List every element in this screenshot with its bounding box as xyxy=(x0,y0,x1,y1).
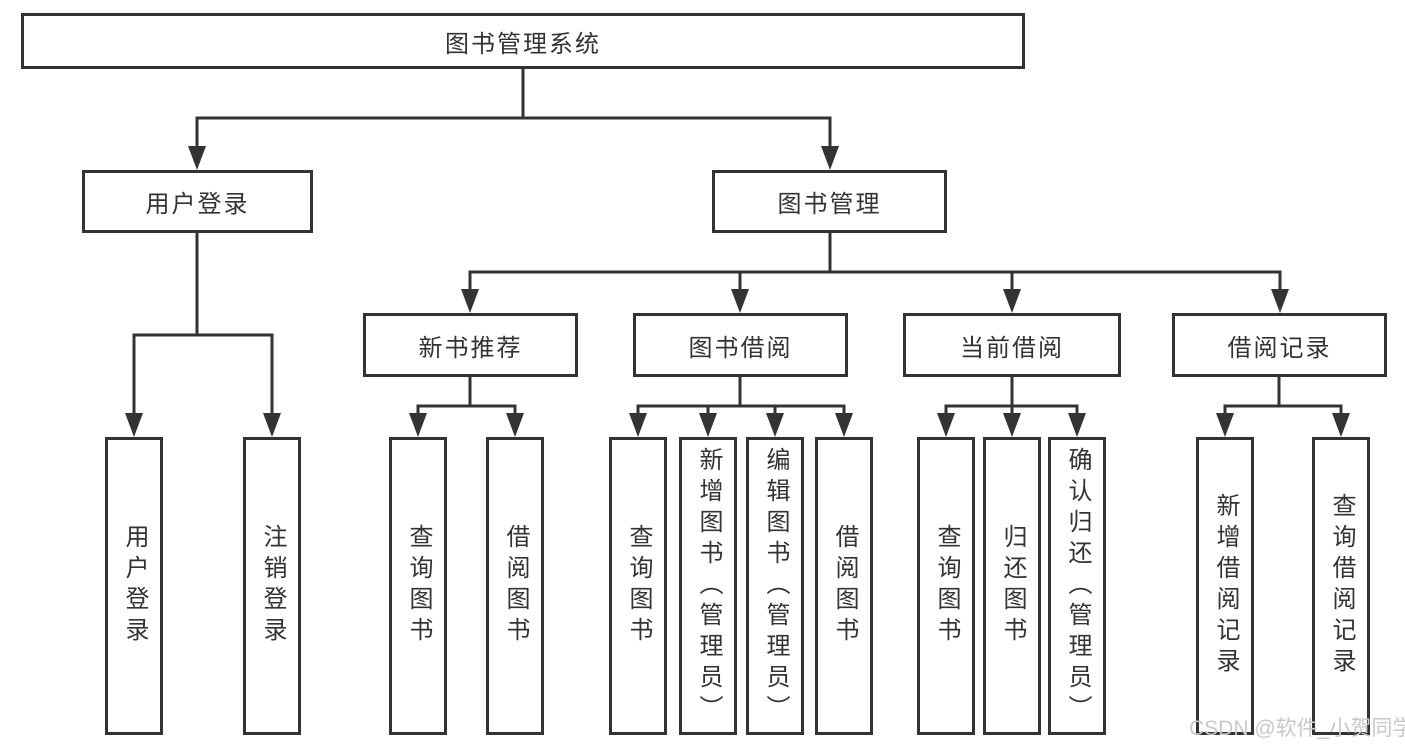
arrowhead-icon xyxy=(1003,289,1021,313)
arrowhead-icon xyxy=(409,413,427,437)
leaf-return-books: 归还图书 xyxy=(983,437,1041,735)
leaf-add-books-admin-label: 新增图书（管理员） xyxy=(695,446,722,726)
arrowhead-icon xyxy=(461,289,479,313)
leaf-user-login-label: 用户登录 xyxy=(121,524,148,648)
leaf-logout-label: 注销登录 xyxy=(259,524,286,648)
arrowhead-icon xyxy=(506,413,524,437)
node-book-borrowing: 图书借阅 xyxy=(633,313,848,377)
leaf-query-books-recommend-label: 查询图书 xyxy=(405,524,432,648)
arrowhead-icon xyxy=(699,413,717,437)
node-book-management-branch: 图书管理 xyxy=(712,170,947,233)
leaf-add-borrow-record-label: 新增借阅记录 xyxy=(1212,493,1239,679)
leaf-confirm-return-admin: 确认归还（管理员） xyxy=(1048,437,1106,735)
node-library-management-system-label: 图书管理系统 xyxy=(445,30,601,58)
leaf-logout: 注销登录 xyxy=(243,437,301,735)
arrowhead-icon xyxy=(731,289,749,313)
leaf-query-books-current-label: 查询图书 xyxy=(933,524,960,648)
leaf-confirm-return-admin-label: 确认归还（管理员） xyxy=(1064,446,1091,726)
leaf-query-books-borrowing: 查询图书 xyxy=(609,437,667,735)
node-book-management-branch-label: 图书管理 xyxy=(777,191,882,218)
node-user-login-branch-label: 用户登录 xyxy=(145,191,250,218)
leaf-add-borrow-record: 新增借阅记录 xyxy=(1196,437,1254,735)
leaf-edit-books-admin: 编辑图书（管理员） xyxy=(746,437,804,735)
arrowhead-icon xyxy=(1003,413,1021,437)
arrowhead-icon xyxy=(766,413,784,437)
arrowhead-icon xyxy=(1271,289,1289,313)
arrowhead-icon xyxy=(263,413,281,437)
node-library-management-system: 图书管理系统 xyxy=(21,13,1025,69)
leaf-edit-books-admin-label: 编辑图书（管理员） xyxy=(762,446,789,726)
leaf-query-books-recommend: 查询图书 xyxy=(389,437,447,735)
arrowhead-icon xyxy=(937,413,955,437)
leaf-borrow-books-recommend: 借阅图书 xyxy=(486,437,544,735)
leaf-query-books-current: 查询图书 xyxy=(917,437,975,735)
leaf-borrow-books-borrowing: 借阅图书 xyxy=(815,437,873,735)
leaf-query-borrow-record: 查询借阅记录 xyxy=(1312,437,1370,735)
leaf-query-books-borrowing-label: 查询图书 xyxy=(625,524,652,648)
node-book-borrowing-label: 图书借阅 xyxy=(688,334,793,362)
leaf-return-books-label: 归还图书 xyxy=(999,524,1026,648)
arrowhead-icon xyxy=(821,146,839,170)
node-current-borrowing: 当前借阅 xyxy=(903,313,1121,377)
leaf-query-borrow-record-label: 查询借阅记录 xyxy=(1328,493,1355,679)
arrowhead-icon xyxy=(1216,413,1234,437)
arrowhead-icon xyxy=(1068,413,1086,437)
node-current-borrowing-label: 当前借阅 xyxy=(960,334,1064,362)
node-user-login-branch: 用户登录 xyxy=(82,170,313,233)
leaf-add-books-admin: 新增图书（管理员） xyxy=(679,437,737,735)
arrowhead-icon xyxy=(125,413,143,437)
node-borrowing-records: 借阅记录 xyxy=(1172,313,1387,377)
leaf-borrow-books-borrowing-label: 借阅图书 xyxy=(831,524,858,648)
arrowhead-icon xyxy=(1332,413,1350,437)
arrowhead-icon xyxy=(835,413,853,437)
leaf-borrow-books-recommend-label: 借阅图书 xyxy=(502,524,529,648)
node-borrowing-records-label: 借阅记录 xyxy=(1227,334,1332,362)
node-new-book-recommendation: 新书推荐 xyxy=(363,313,578,377)
node-new-book-recommendation-label: 新书推荐 xyxy=(418,334,523,362)
arrowhead-icon xyxy=(188,146,206,170)
arrowhead-icon xyxy=(629,413,647,437)
leaf-user-login: 用户登录 xyxy=(105,437,163,735)
